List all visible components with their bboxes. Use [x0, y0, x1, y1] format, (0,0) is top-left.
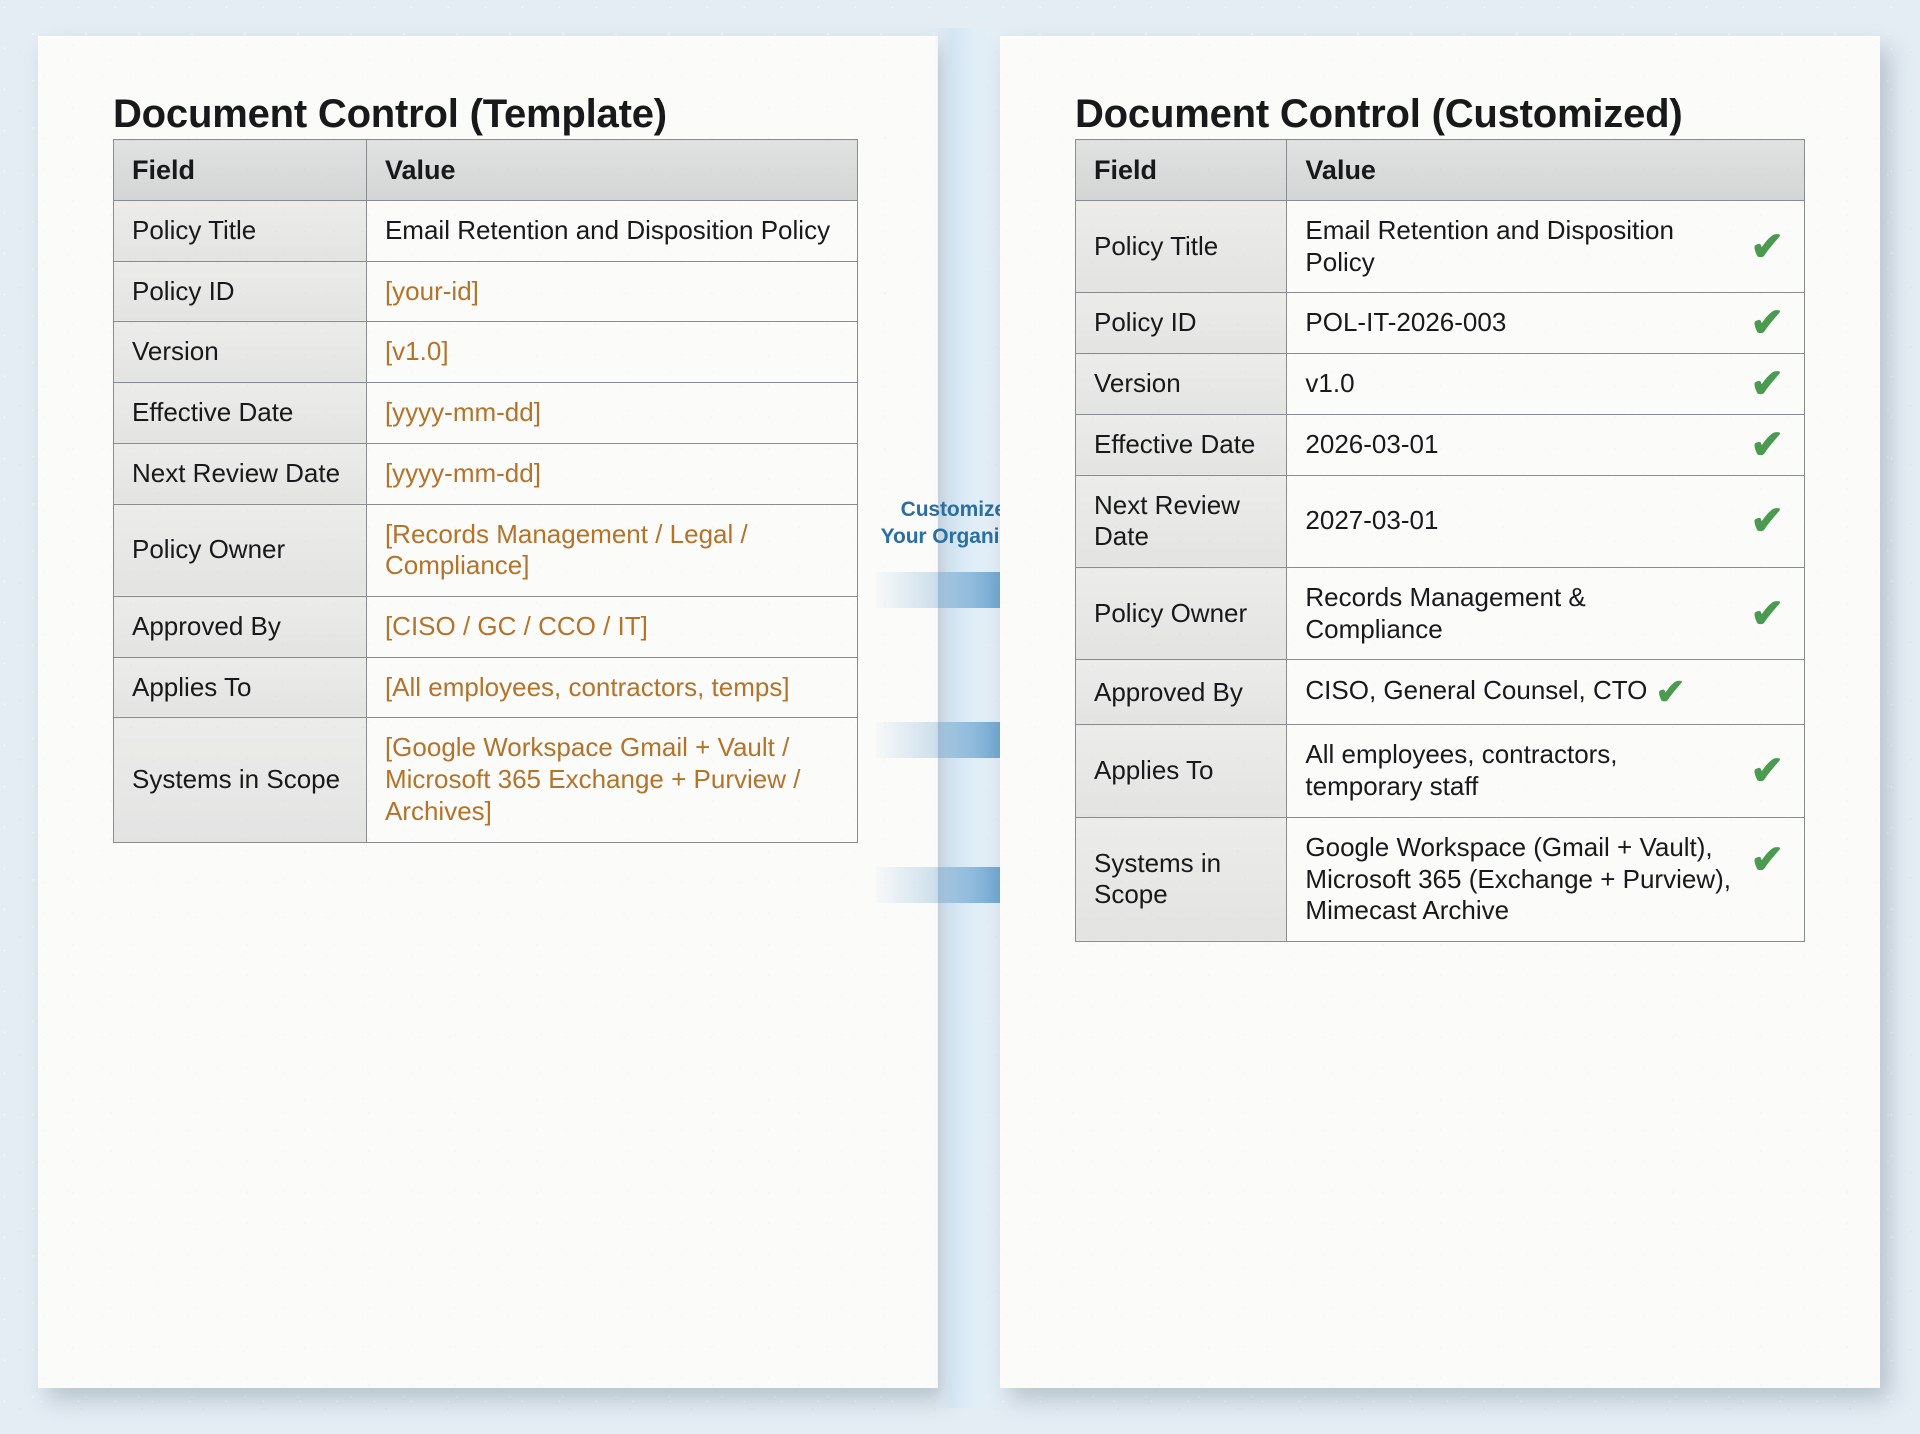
row-value-cell: All employees, contractors, temporary st… — [1286, 724, 1805, 818]
row-value: 2027-03-01 — [1305, 505, 1439, 536]
row-value: POL-IT-2026-003 — [1305, 307, 1507, 338]
row-value-placeholder: [v1.0] — [365, 321, 859, 384]
row-value: Google Workspace (Gmail + Vault), Micros… — [1305, 831, 1731, 926]
template-panel-title: Document Control (Template) — [113, 92, 667, 136]
check-icon: ✔ — [1750, 301, 1784, 346]
row-field-label: Version — [113, 321, 367, 384]
customized-col-value: Value — [1286, 139, 1805, 201]
row-value-cell: CISO, General Counsel, CTO✔ — [1286, 659, 1805, 726]
row-field-label: Systems in Scope — [1074, 816, 1288, 943]
table-row: Approved By CISO, General Counsel, CTO✔ — [1074, 659, 1805, 726]
table-row: Policy Owner Records Management & Compli… — [1074, 567, 1805, 661]
row-field-label: Policy Owner — [113, 503, 367, 598]
table-row: Next Review Date 2027-03-01 ✔ — [1074, 474, 1805, 569]
row-value: v1.0 — [1305, 368, 1355, 399]
row-field-label: Policy Owner — [1074, 567, 1288, 661]
customized-panel: Document Control (Customized) Field Valu… — [1000, 36, 1880, 1388]
table-row: Next Review Date [yyyy-mm-dd] — [113, 442, 859, 505]
row-value-cell: v1.0 ✔ — [1286, 353, 1805, 415]
row-field-label: Systems in Scope — [113, 717, 367, 843]
check-icon: ✔ — [1750, 224, 1784, 269]
customized-col-field: Field — [1074, 139, 1288, 201]
customized-table-header-row: Field Value — [1074, 139, 1805, 201]
table-row: Policy Title Email Retention and Disposi… — [1074, 199, 1805, 294]
check-icon: ✔ — [1750, 499, 1784, 544]
row-value-cell: 2026-03-01 ✔ — [1286, 413, 1805, 476]
table-row: Applies To [All employees, contractors, … — [113, 656, 859, 719]
row-value-placeholder: [yyyy-mm-dd] — [365, 382, 859, 444]
row-value: 2026-03-01 — [1305, 428, 1439, 459]
table-row: Policy ID POL-IT-2026-003 ✔ — [1074, 292, 1805, 355]
template-table-header-row: Field Value — [113, 139, 859, 201]
table-row: Approved By [CISO / GC / CCO / IT] — [113, 596, 859, 658]
row-value: All employees, contractors, temporary st… — [1305, 739, 1618, 802]
customized-table: Field Value Policy Title Email Retention… — [1074, 139, 1805, 943]
row-value-placeholder: [CISO / GC / CCO / IT] — [365, 596, 859, 658]
center-glow — [934, 28, 1006, 1408]
table-row: Version [v1.0] — [113, 321, 859, 384]
check-icon: ✔ — [1750, 362, 1784, 407]
table-row: Effective Date [yyyy-mm-dd] — [113, 382, 859, 444]
row-field-label: Effective Date — [1074, 413, 1288, 476]
table-row: Policy Title Email Retention and Disposi… — [113, 200, 859, 262]
row-value: Email Retention and Disposition Policy — [1305, 215, 1674, 277]
table-row: Systems in Scope Google Workspace (Gmail… — [1074, 816, 1805, 943]
row-field-label: Effective Date — [113, 382, 367, 444]
table-row: Policy ID [your-id] — [113, 260, 859, 323]
row-field-label: Policy Title — [113, 200, 367, 262]
row-value-placeholder: [Records Management / Legal / Compliance… — [365, 503, 859, 598]
row-value: Records Management & Compliance — [1305, 582, 1586, 644]
table-row: Applies To All employees, contractors, t… — [1074, 724, 1805, 818]
row-field-label: Applies To — [1074, 724, 1288, 818]
row-value-cell: Google Workspace (Gmail + Vault), Micros… — [1286, 816, 1805, 943]
check-icon: ✔ — [1655, 671, 1686, 713]
row-field-label: Policy ID — [1074, 292, 1288, 355]
row-value-placeholder: [your-id] — [365, 260, 859, 323]
row-value-placeholder: [All employees, contractors, temps] — [365, 656, 859, 719]
row-value: CISO, General Counsel, CTO — [1305, 675, 1648, 706]
check-icon: ✔ — [1750, 837, 1784, 882]
table-row: Version v1.0 ✔ — [1074, 353, 1805, 415]
row-value-cell: 2027-03-01 ✔ — [1286, 474, 1805, 569]
template-panel: Document Control (Template) Field Value … — [38, 36, 938, 1388]
row-field-label: Approved By — [113, 596, 367, 658]
row-field-label: Version — [1074, 353, 1288, 415]
check-icon: ✔ — [1750, 591, 1784, 636]
table-row: Policy Owner [Records Management / Legal… — [113, 503, 859, 598]
row-value-cell: POL-IT-2026-003 ✔ — [1286, 292, 1805, 355]
row-field-label: Policy Title — [1074, 199, 1288, 294]
row-field-label: Approved By — [1074, 659, 1288, 726]
template-col-value: Value — [365, 139, 859, 201]
row-value: Email Retention and Disposition Policy — [365, 200, 859, 262]
row-field-label: Policy ID — [113, 260, 367, 323]
row-field-label: Applies To — [113, 656, 367, 719]
row-value-cell: Email Retention and Disposition Policy ✔ — [1286, 199, 1805, 294]
row-field-label: Next Review Date — [113, 442, 367, 505]
check-icon: ✔ — [1750, 749, 1784, 794]
template-col-field: Field — [113, 139, 367, 201]
table-row: Effective Date 2026-03-01 ✔ — [1074, 413, 1805, 476]
template-table: Field Value Policy Title Email Retention… — [113, 139, 859, 843]
customized-panel-title: Document Control (Customized) — [1075, 92, 1683, 136]
table-row: Systems in Scope [Google Workspace Gmail… — [113, 717, 859, 843]
row-value-placeholder: [Google Workspace Gmail + Vault / Micros… — [365, 717, 859, 843]
row-value-placeholder: [yyyy-mm-dd] — [365, 442, 859, 505]
row-field-label: Next Review Date — [1074, 474, 1288, 569]
row-value-cell: Records Management & Compliance ✔ — [1286, 567, 1805, 661]
check-icon: ✔ — [1750, 422, 1784, 467]
